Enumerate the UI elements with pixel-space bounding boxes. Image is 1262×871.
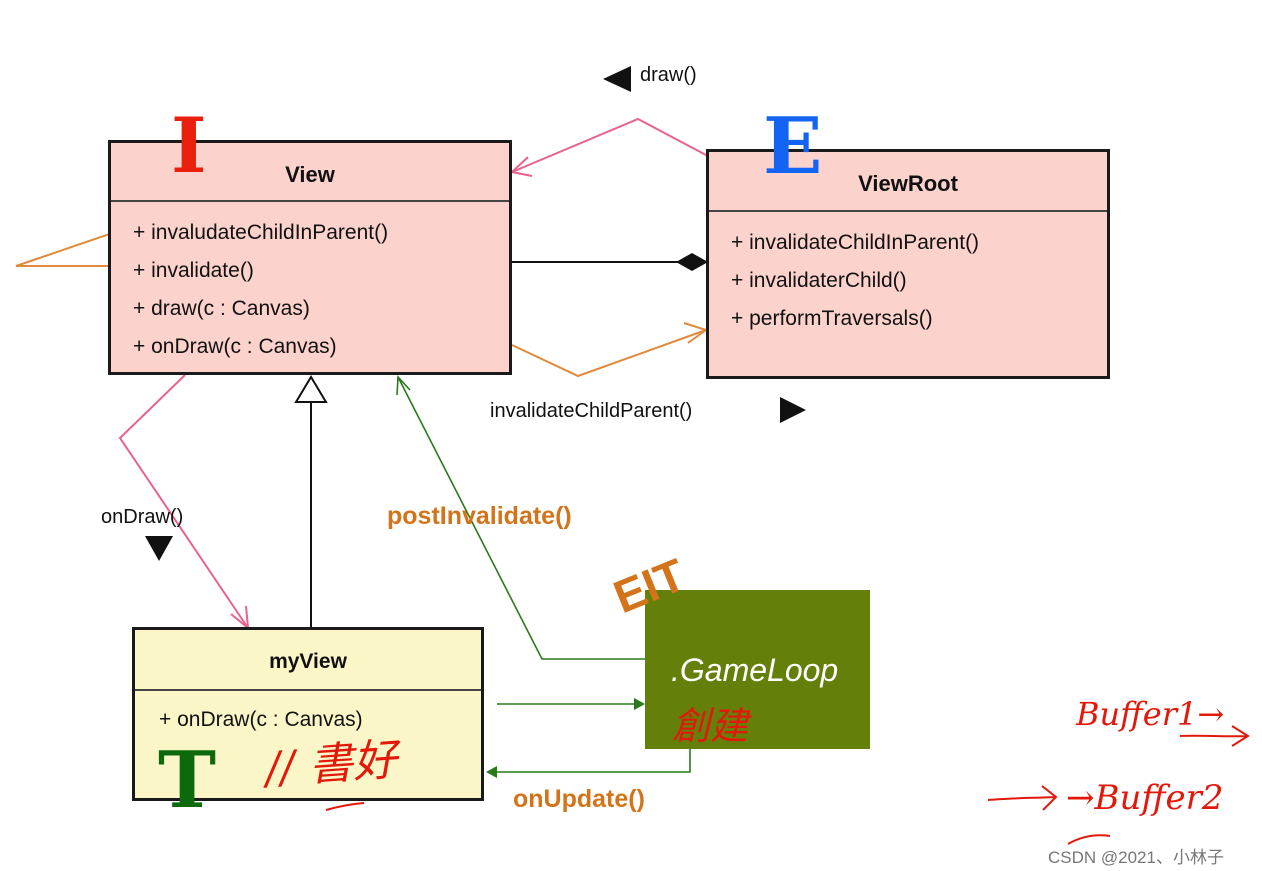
viewroot-member: + invalidateChildInParent() bbox=[731, 231, 980, 254]
view-member: + invaludateChildInParent() bbox=[133, 221, 389, 244]
invalidate-direction-triangle bbox=[780, 397, 806, 423]
view-member: + draw(c : Canvas) bbox=[133, 297, 310, 320]
handwritten-buffer1: Buffer1→ bbox=[1076, 695, 1225, 733]
myview-class-title: myView bbox=[135, 630, 481, 691]
viewroot-member: + invalidaterChild() bbox=[731, 269, 907, 292]
myview-stereotype: T bbox=[158, 735, 217, 826]
view-class-title: View bbox=[111, 143, 509, 202]
draw-message-arrowhead bbox=[509, 156, 533, 177]
ondraw-message-arrow bbox=[118, 374, 249, 629]
buffer1-arrow-stroke bbox=[1179, 725, 1250, 747]
view-class-box: View + invaludateChildInParent() + inval… bbox=[108, 140, 512, 375]
inheritance-triangle bbox=[294, 375, 328, 403]
myview-member-list: + onDraw(c : Canvas) bbox=[135, 691, 481, 739]
gameloop-title: .GameLoop bbox=[671, 652, 839, 688]
view-stereotype: I bbox=[171, 101, 207, 190]
viewroot-stereotype: E bbox=[763, 101, 823, 192]
draw-direction-triangle bbox=[603, 66, 631, 92]
invalidate-self-arrow bbox=[15, 225, 134, 267]
viewroot-member-list: + invalidateChildInParent() + invalidate… bbox=[709, 212, 1107, 338]
viewroot-class-box: ViewRoot + invalidateChildInParent() + i… bbox=[706, 149, 1110, 379]
ondraw-message-label: onDraw() bbox=[101, 506, 184, 528]
draw-message-label: draw() bbox=[640, 64, 697, 86]
gameloop-box: .GameLoop bbox=[645, 590, 870, 749]
composition-diamond bbox=[676, 253, 708, 271]
watermark: CSDN @2021、小林子 bbox=[1048, 848, 1224, 867]
buffer2-underline bbox=[1067, 834, 1111, 845]
handwritten-buffer2: →Buffer2 bbox=[1066, 778, 1224, 818]
comment-underline bbox=[325, 802, 365, 811]
on-update-arrow bbox=[488, 749, 691, 773]
ondraw-direction-triangle bbox=[145, 536, 173, 561]
post-invalidate-label: postInvalidate() bbox=[387, 502, 572, 530]
handwritten-create-note: 創建 bbox=[672, 704, 749, 748]
viewroot-class-title: ViewRoot bbox=[709, 152, 1107, 212]
view-member-list: + invaludateChildInParent() + invalidate… bbox=[111, 202, 509, 366]
buffer2-arrow-stroke bbox=[987, 785, 1058, 811]
draw-message-arrow bbox=[511, 117, 707, 173]
invalidate-child-parent-arrow bbox=[511, 329, 707, 378]
invalidate-child-parent-label: invalidateChildParent() bbox=[490, 400, 693, 422]
viewroot-member: + performTraversals() bbox=[731, 307, 933, 330]
post-invalidate-arrow bbox=[397, 376, 645, 660]
view-member: + onDraw(c : Canvas) bbox=[133, 335, 337, 358]
myview-member: + onDraw(c : Canvas) bbox=[159, 708, 363, 731]
post-invalidate-arrowhead bbox=[396, 375, 411, 396]
myview-class-box: myView + onDraw(c : Canvas) bbox=[132, 627, 484, 801]
on-update-arrowhead bbox=[486, 766, 497, 778]
create-loop-arrowhead bbox=[634, 698, 645, 710]
handwritten-comment: // 書好 bbox=[263, 734, 399, 795]
on-update-label: onUpdate() bbox=[513, 785, 645, 813]
view-member: + invalidate() bbox=[133, 259, 254, 282]
